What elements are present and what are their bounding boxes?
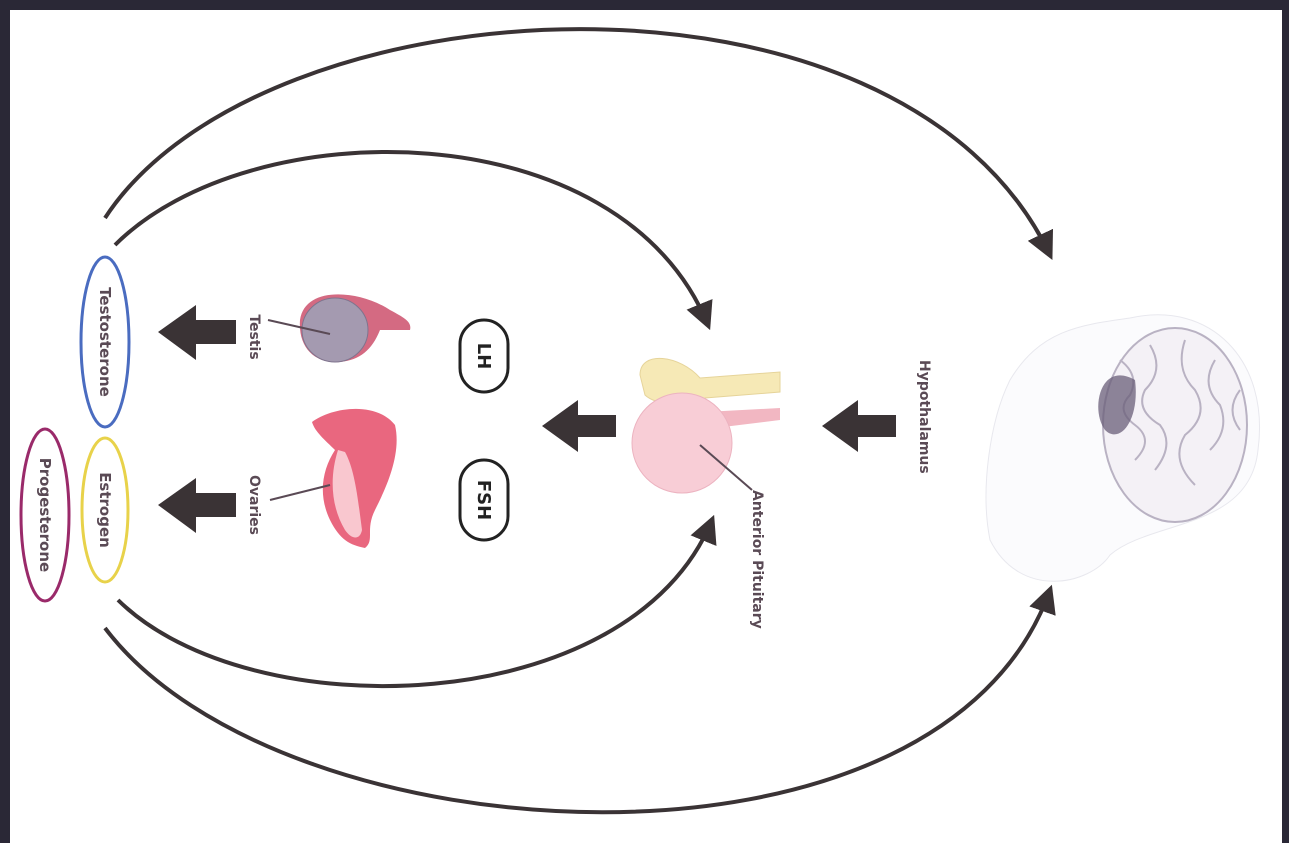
lh-label: LH bbox=[473, 343, 494, 370]
brain-icon bbox=[986, 315, 1259, 581]
ovaries-icon bbox=[270, 409, 397, 548]
block-arrow-pituitary-to-gonads bbox=[542, 400, 616, 452]
hypothalamus-label: Hypothalamus bbox=[916, 360, 932, 474]
block-arrow-hypothalamus-to-pituitary bbox=[822, 400, 896, 452]
estrogen-label: Estrogen bbox=[96, 472, 114, 548]
feedback-arrow-testosterone-to-hypothalamus bbox=[105, 29, 1050, 255]
anterior-pituitary-label: Anterior Pituitary bbox=[749, 490, 765, 629]
feedback-arrow-estrogen-to-pituitary bbox=[118, 520, 712, 686]
feedback-arrow-testosterone-to-pituitary bbox=[115, 152, 708, 325]
block-arrow-testis-to-testosterone bbox=[158, 305, 236, 360]
fsh-label: FSH bbox=[473, 480, 494, 520]
testis-icon bbox=[268, 294, 410, 362]
progesterone-label: Progesterone bbox=[36, 458, 54, 572]
ovaries-label: Ovaries bbox=[246, 475, 262, 535]
block-arrow-ovaries-to-estrogen bbox=[158, 478, 236, 533]
testis-label: Testis bbox=[246, 314, 262, 359]
pituitary-gland-icon bbox=[632, 358, 780, 493]
feedback-arrow-progesterone-to-hypothalamus bbox=[105, 590, 1050, 812]
testosterone-label: Testosterone bbox=[96, 287, 114, 397]
